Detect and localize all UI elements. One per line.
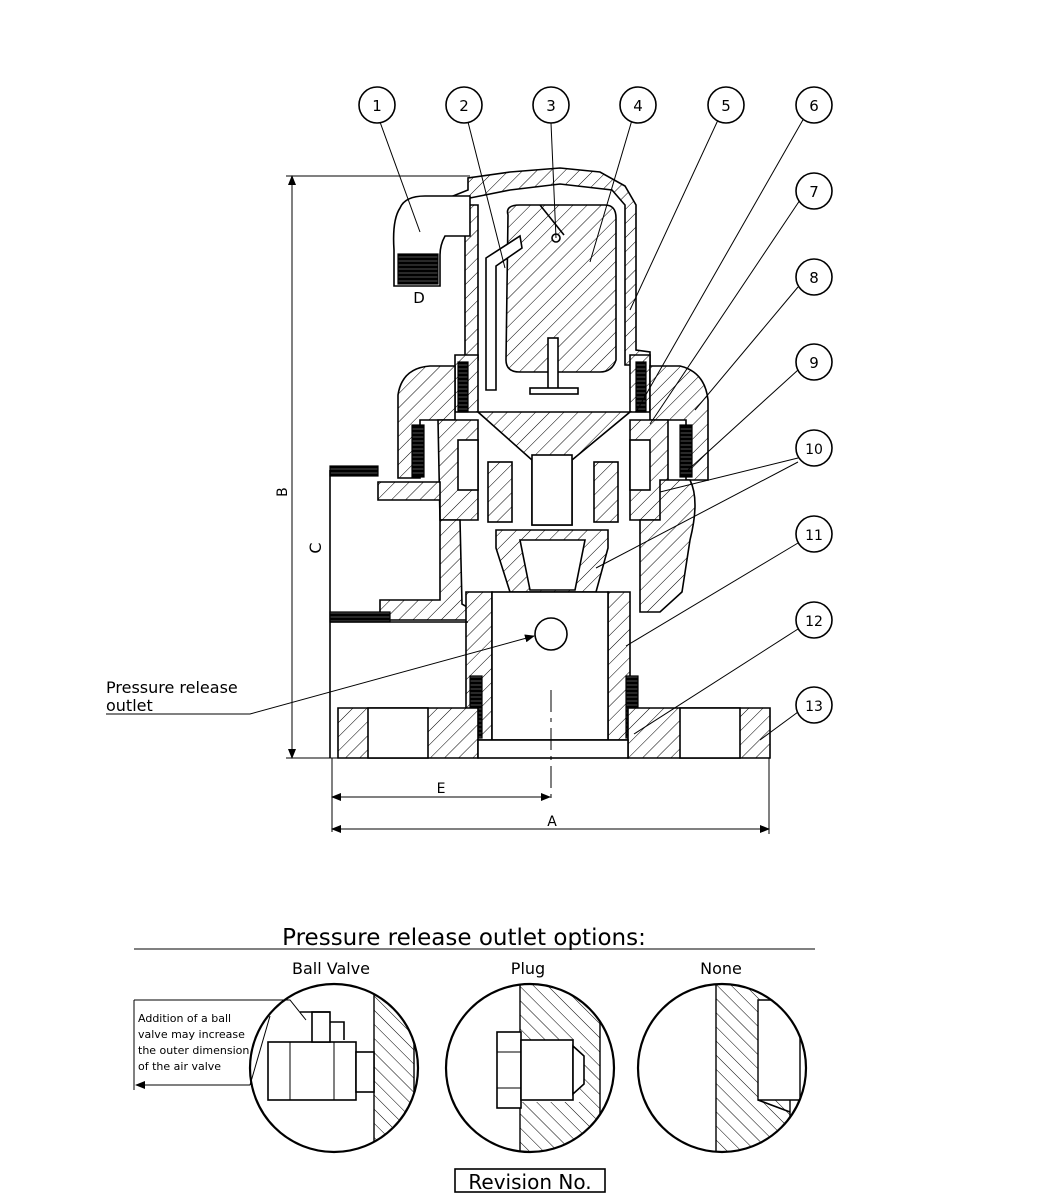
flange-bolt-hole-right (679, 707, 741, 759)
flange-bore (477, 739, 629, 759)
balloon-12: 12 (795, 601, 833, 639)
leader-9 (687, 369, 799, 471)
balloon-3-number: 3 (546, 97, 556, 115)
dimension-b-label: B (275, 487, 291, 497)
dimension-d-label: D (413, 289, 425, 307)
ball-valve-detail: Addition of a ball valve may increase th… (133, 982, 420, 1154)
dimension-a-label: A (547, 814, 557, 830)
balloon-4: 4 (619, 86, 657, 124)
balloon-leaders (379, 117, 805, 741)
option-none-label: None (700, 959, 742, 978)
balloons: 1 2 3 4 5 6 7 8 9 10 11 12 13 (358, 86, 833, 724)
kinetic-left-slot (457, 439, 479, 491)
leader-8 (694, 286, 799, 411)
orifice-bore (531, 454, 573, 526)
float-stem-base (529, 387, 579, 395)
dimension-e-label: E (437, 781, 446, 797)
leader-10b (595, 461, 799, 569)
option-plug-label: Plug (511, 959, 545, 978)
ball-valve-note-line-1: Addition of a ball (138, 1012, 231, 1025)
balloon-7: 7 (795, 172, 833, 210)
balloon-4-number: 4 (633, 97, 643, 115)
pressure-release-outlet-marker (534, 617, 568, 651)
balloon-2-number: 2 (459, 97, 469, 115)
balloon-11: 11 (795, 515, 833, 553)
leader-11 (625, 542, 799, 647)
balloon-5: 5 (707, 86, 745, 124)
ball-valve-note-line-3: the outer dimension (138, 1044, 249, 1057)
leader-1 (379, 121, 421, 233)
callout-line-1: Pressure release (106, 678, 238, 697)
plug-detail (444, 982, 616, 1154)
balloon-8: 8 (795, 258, 833, 296)
options-heading: Pressure release outlet options: (282, 925, 646, 951)
union-thread-left (411, 424, 425, 478)
balloon-10-number: 10 (805, 442, 823, 458)
balloon-7-number: 7 (809, 183, 819, 201)
inlet-thread-top (329, 465, 379, 477)
balloon-1-number: 1 (372, 97, 382, 115)
balloon-13-number: 13 (805, 699, 823, 715)
float (505, 204, 617, 373)
leader-7 (649, 199, 801, 425)
balloon-8-number: 8 (809, 269, 819, 287)
dimension-c-label: C (306, 542, 325, 553)
leader-6 (635, 117, 805, 413)
leader-5 (629, 119, 719, 311)
leader-12 (633, 628, 799, 735)
balloon-3: 3 (532, 86, 570, 124)
air-valve-section (329, 167, 771, 800)
callout-leader (106, 634, 535, 715)
kinetic-float-cone (519, 539, 586, 591)
lever-arm (485, 234, 523, 391)
none-detail (636, 982, 808, 1154)
outlet-options-section: Pressure release outlet options: Ball Va… (133, 925, 815, 1194)
ball-valve-handle-line (134, 999, 307, 1021)
balloon-12-number: 12 (805, 614, 823, 630)
ball-valve-note-leader (249, 1015, 271, 1086)
tube-bore (491, 591, 609, 741)
balloon-2: 2 (445, 86, 483, 124)
kinetic-right-slot (629, 439, 651, 491)
chamber-thread-right (635, 361, 647, 413)
kinetic-right-disc (593, 461, 619, 523)
flange-bolt-hole-left (367, 707, 429, 759)
callout-line-2: outlet (106, 696, 153, 715)
leader-4 (589, 119, 633, 263)
ball-valve-note-line-2: valve may increase (138, 1028, 245, 1041)
revision-label: Revision No. (468, 1170, 591, 1194)
revision-box (454, 1168, 606, 1193)
pressure-release-callout: Pressure release outlet (106, 634, 535, 715)
balloon-1: 1 (358, 86, 396, 124)
union-thread-right (679, 424, 693, 478)
leader-10a (659, 457, 799, 493)
cap-housing (447, 167, 651, 366)
ball-valve-note-line-4: of the air valve (138, 1060, 221, 1073)
balloon-11-number: 11 (805, 528, 823, 544)
option-ball-valve-label: Ball Valve (292, 959, 370, 978)
float-stem (547, 337, 559, 394)
leader-13 (759, 711, 799, 741)
pin-link (539, 204, 565, 236)
balloon-5-number: 5 (721, 97, 731, 115)
dimension-lines (286, 175, 770, 834)
inlet-thread-bottom (329, 611, 391, 623)
leader-3 (550, 122, 557, 239)
balloon-10: 10 (795, 429, 833, 467)
outlet-thread (397, 253, 439, 285)
balloon-9: 9 (795, 343, 833, 381)
chamber-thread-left (457, 361, 469, 413)
leader-2 (467, 121, 506, 269)
kinetic-left-disc (487, 461, 513, 523)
balloon-13: 13 (795, 686, 833, 724)
balloon-9-number: 9 (809, 354, 819, 372)
balloon-6-number: 6 (809, 97, 819, 115)
balloon-6: 6 (795, 86, 833, 124)
